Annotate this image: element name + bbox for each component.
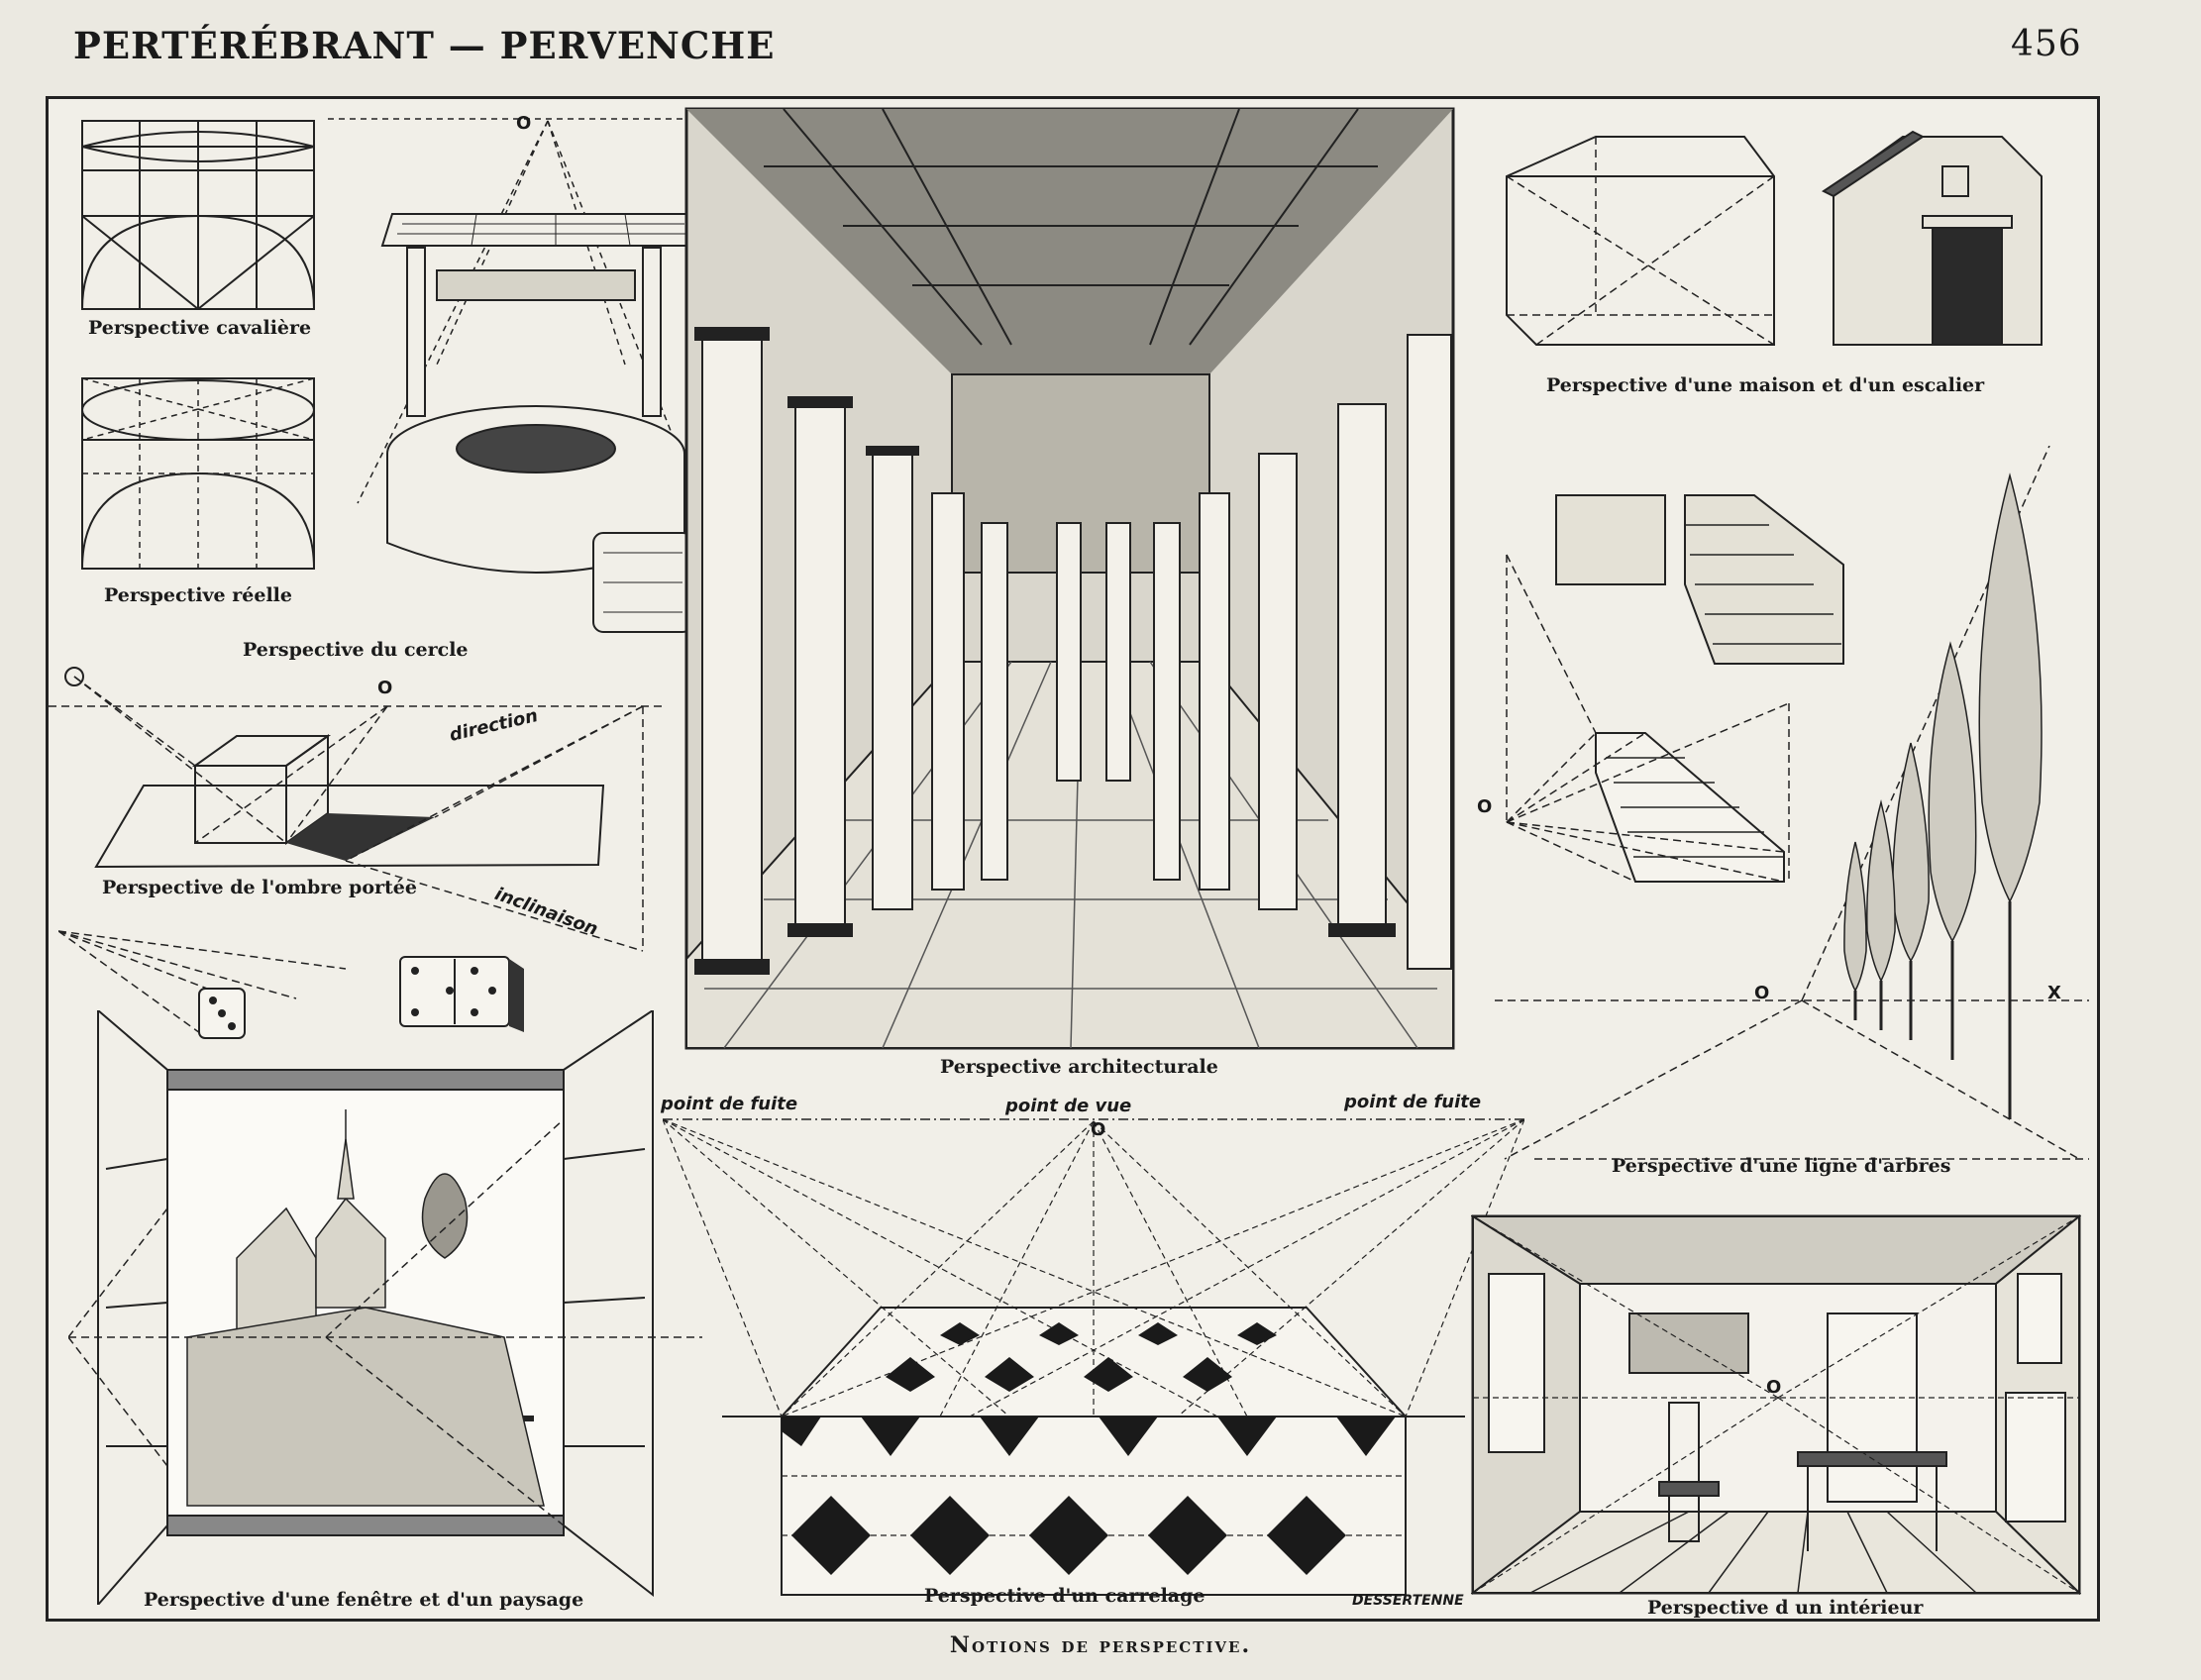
label-point-de-vue: point de vue (1005, 1096, 1132, 1116)
running-head: PERTÉRÉBRANT — PERVENCHE (73, 24, 776, 67)
label-o-interieur: O (1766, 1377, 1782, 1398)
figure-perspective-ombre (49, 649, 663, 966)
interior-drawing (1471, 1214, 2081, 1595)
figure-ligne-arbres (1495, 446, 2089, 1238)
figure-perspective-reelle (78, 374, 318, 573)
figure-escalier (1487, 416, 1992, 941)
house-drawing (1506, 130, 2043, 346)
figure-dice-domino (58, 929, 574, 1078)
figure-perspective-maison (1487, 117, 2081, 365)
tiles-drawing (663, 1118, 1524, 1596)
label-o-carrelage: O (1091, 1119, 1106, 1140)
colonnade-drawing (684, 107, 1455, 1050)
caption-maison: Perspective d'une maison et d'un escalie… (1546, 374, 1985, 396)
caption-arbres: Perspective d'une ligne d'arbres (1612, 1155, 1951, 1177)
shadow-drawing (49, 667, 663, 952)
trees-drawing (1495, 446, 2089, 1160)
figure-perspective-interieur (1471, 1214, 2081, 1595)
label-o-shadow: O (377, 678, 393, 698)
caption-architecturale: Perspective architecturale (940, 1056, 1218, 1078)
caption-cavaliere: Perspective cavalière (88, 317, 312, 339)
figure-perspective-cercle (328, 107, 714, 657)
caption-cercle: Perspective du cercle (243, 639, 469, 661)
figure-perspective-cavaliere (78, 117, 318, 313)
label-o-well: O (516, 113, 532, 134)
staircase-drawing (1506, 494, 1844, 883)
caption-fenetre: Perspective d'une fenêtre et d'un paysag… (144, 1589, 584, 1611)
label-o-trees: O (1754, 983, 1770, 1003)
window-drawing (68, 1010, 702, 1605)
figure-perspective-architecturale (684, 107, 1455, 1050)
dice-domino-drawing (58, 930, 524, 1039)
caption-carrelage: Perspective d'un carrelage (924, 1585, 1205, 1607)
cavaliere-drawing (81, 120, 315, 310)
reelle-drawing (81, 377, 315, 570)
signature-dessertenne: DESSERTENNE (1352, 1593, 1464, 1609)
figure-perspective-carrelage (663, 1090, 1524, 1605)
page-number: 456 (2011, 24, 2082, 64)
caption-interieur: Perspective d un intérieur (1647, 1597, 1924, 1619)
figure-perspective-fenetre (68, 1010, 702, 1605)
illustration-plate: Perspective cavalière Perspective réelle (46, 96, 2100, 1622)
label-o-stairs: O (1477, 796, 1493, 817)
label-point-de-fuite-left: point de fuite (661, 1094, 798, 1114)
caption-reelle: Perspective réelle (104, 584, 292, 606)
caption-ombre: Perspective de l'ombre portée (102, 877, 417, 898)
plate-title: Notions de perspective. (949, 1632, 1252, 1658)
well-drawing (328, 118, 714, 633)
label-point-de-fuite-right: point de fuite (1344, 1092, 1482, 1112)
label-x-trees: X (2047, 983, 2061, 1003)
